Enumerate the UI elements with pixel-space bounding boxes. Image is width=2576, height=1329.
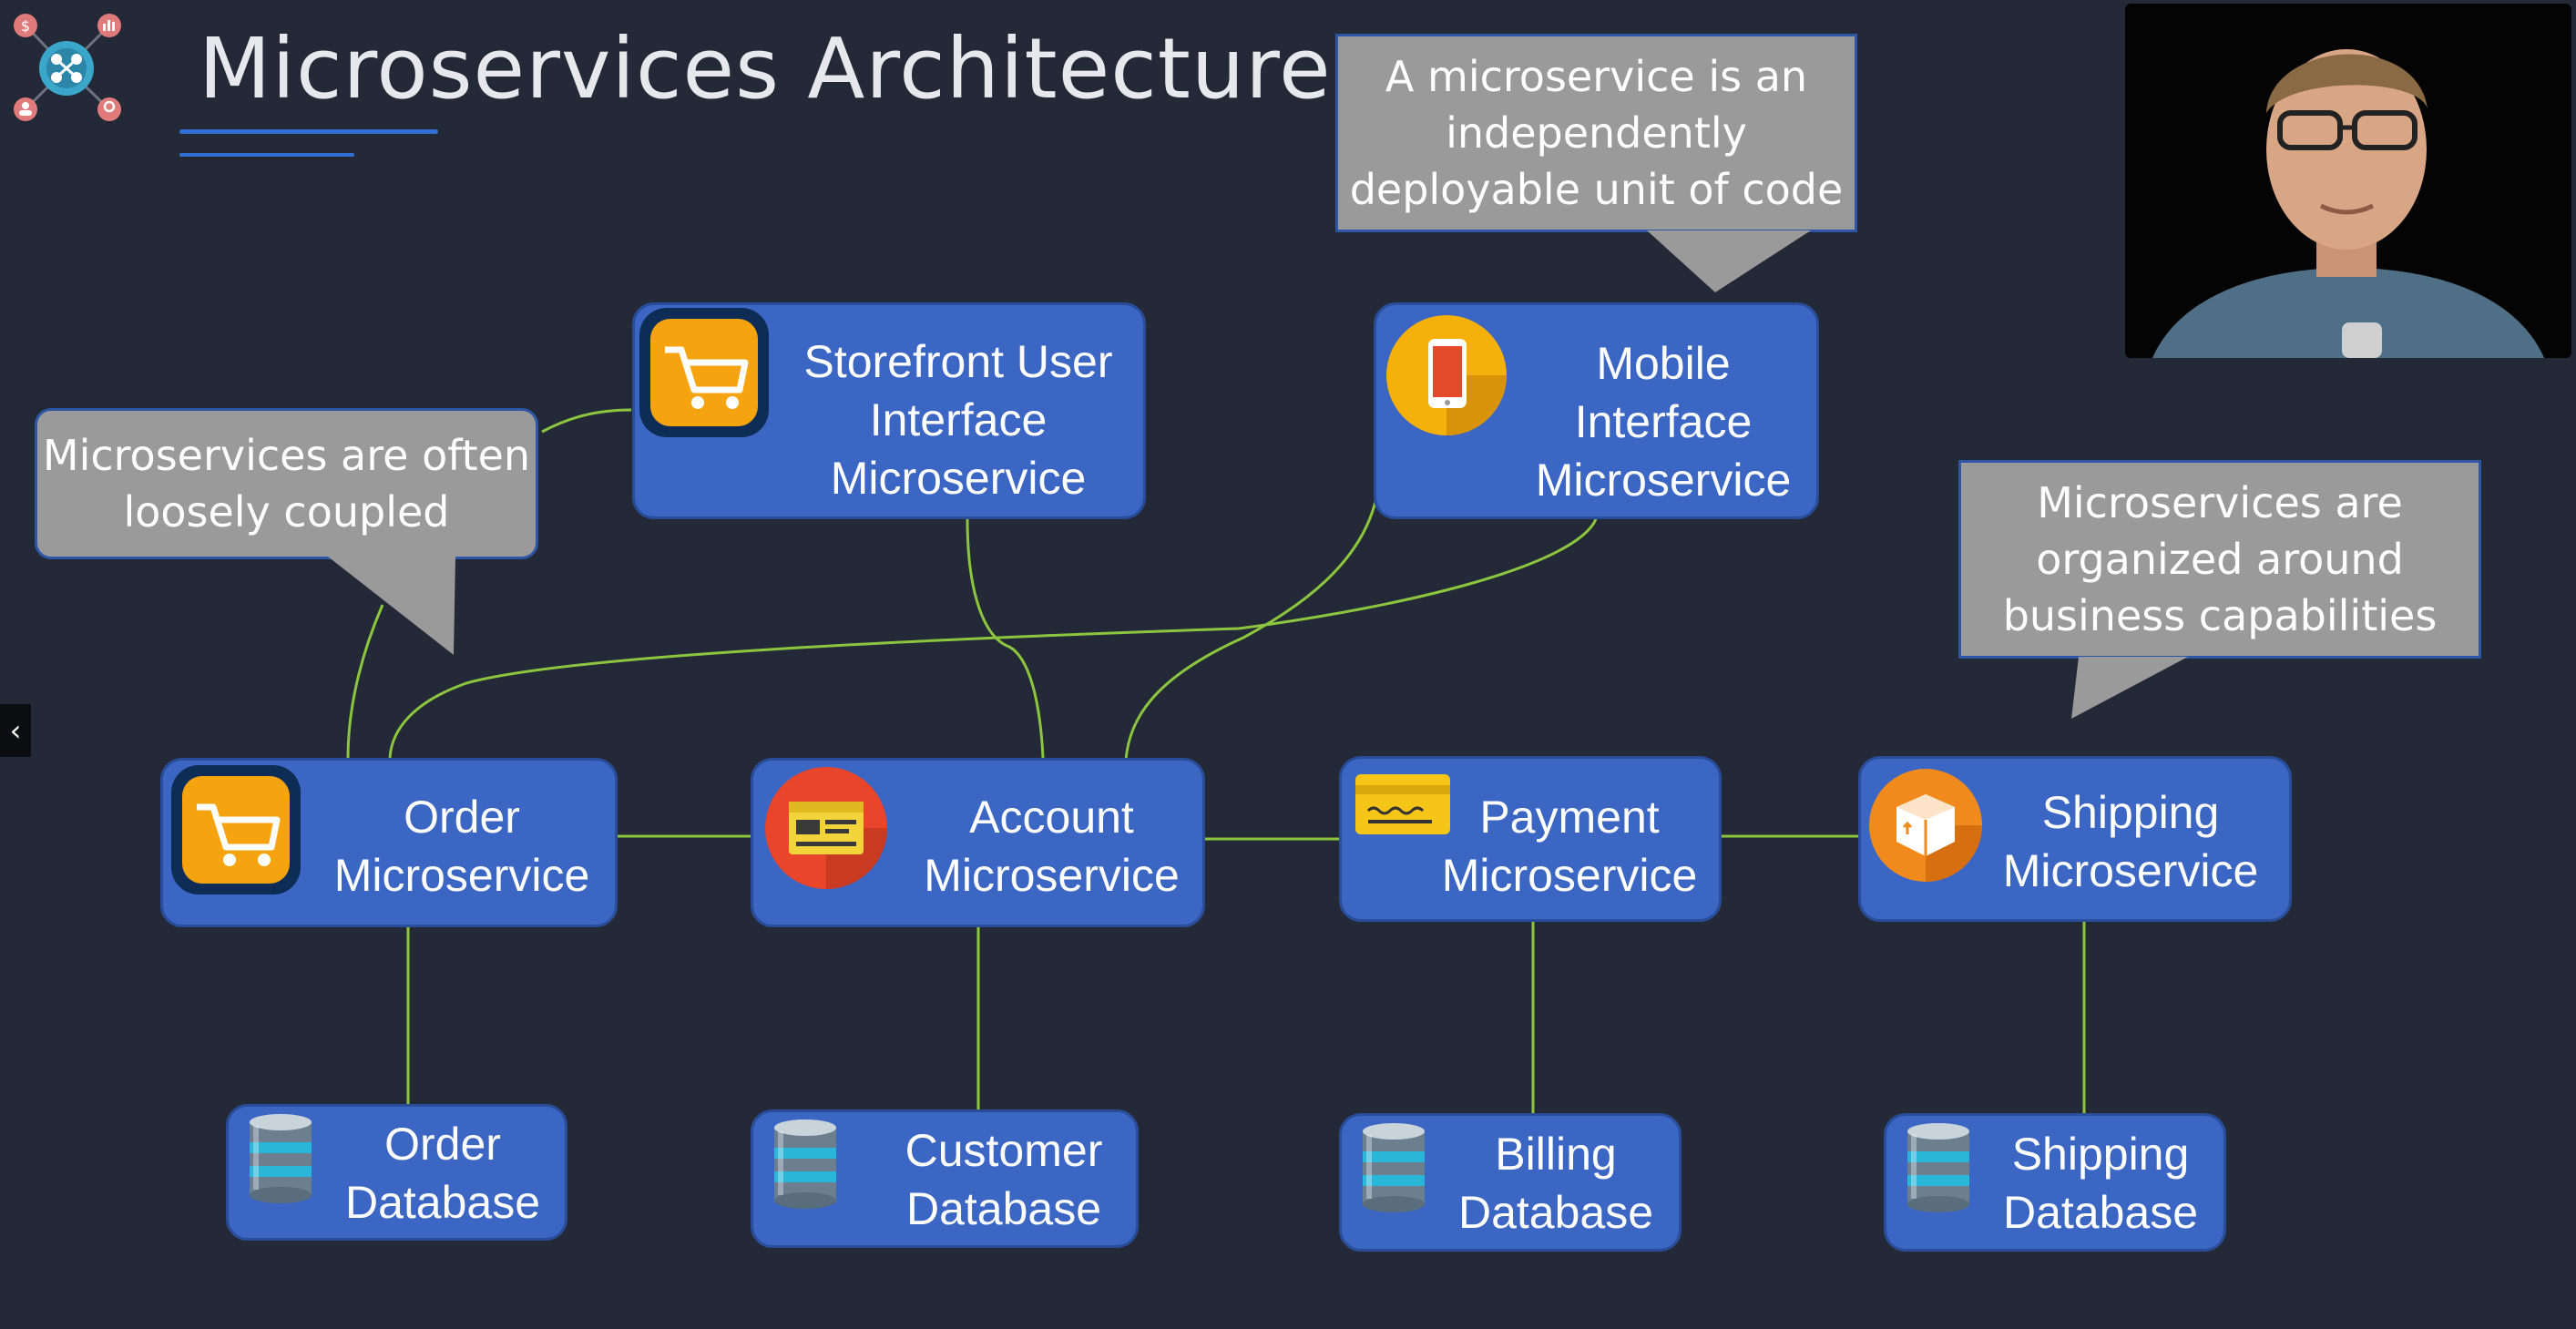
callout-definition-pointer	[1647, 230, 1811, 292]
shipping-microservice-label: Shipping Microservice	[2002, 787, 2259, 896]
title-underline	[179, 129, 438, 134]
presenter-video[interactable]	[2125, 4, 2571, 358]
callout-capabilities: Microservices are organized around busin…	[1958, 460, 2481, 659]
page-title: Microservices Architecture	[199, 20, 1332, 118]
link-mobile-account	[1124, 487, 1380, 761]
database-cylinder-icon	[1907, 1123, 1969, 1212]
customer-database-label: Customer Database	[905, 1125, 1103, 1234]
shipping-database-label: Shipping Database	[2002, 1129, 2199, 1238]
mobile-interface-label: Mobile Interface Microservice	[1535, 338, 1792, 506]
billing-database-label: Billing Database	[1457, 1129, 1654, 1238]
svg-text:$: $	[21, 17, 30, 35]
shopping-cart-icon	[171, 765, 301, 895]
presenter-figure	[2152, 49, 2544, 358]
title-underline-short	[179, 153, 354, 157]
link-callout-order	[346, 604, 384, 759]
package-box-icon	[1869, 769, 1982, 882]
order-microservice-label: Order Microservice	[333, 792, 590, 901]
database-cylinder-icon	[774, 1119, 836, 1209]
database-cylinder-icon	[1363, 1123, 1425, 1212]
database-cylinder-icon	[250, 1114, 312, 1203]
order-database-label: Order Database	[344, 1119, 541, 1228]
shopping-cart-icon	[639, 308, 769, 437]
chevron-left-icon[interactable]: ‹	[0, 704, 31, 757]
callout-coupling-pointer	[328, 557, 455, 655]
callout-capabilities-pointer	[2071, 657, 2188, 719]
link-storefront-callout	[541, 408, 632, 434]
payment-microservice-label: Payment Microservice	[1441, 792, 1698, 901]
id-card-icon	[765, 767, 887, 889]
smartphone-icon	[1386, 315, 1507, 435]
link-storefront-account	[966, 518, 1045, 759]
callout-coupling: Microservices are often loosely coupled	[35, 408, 538, 559]
storefront-ui-label: Storefront User Interface Microservice	[803, 336, 1113, 504]
credit-card-icon	[1355, 774, 1450, 834]
callout-definition: A microservice is an independently deplo…	[1335, 34, 1857, 232]
account-microservice-label: Account Microservice	[924, 792, 1180, 901]
link-mobile-order	[388, 518, 1598, 759]
microservices-network-icon: $	[14, 14, 121, 121]
